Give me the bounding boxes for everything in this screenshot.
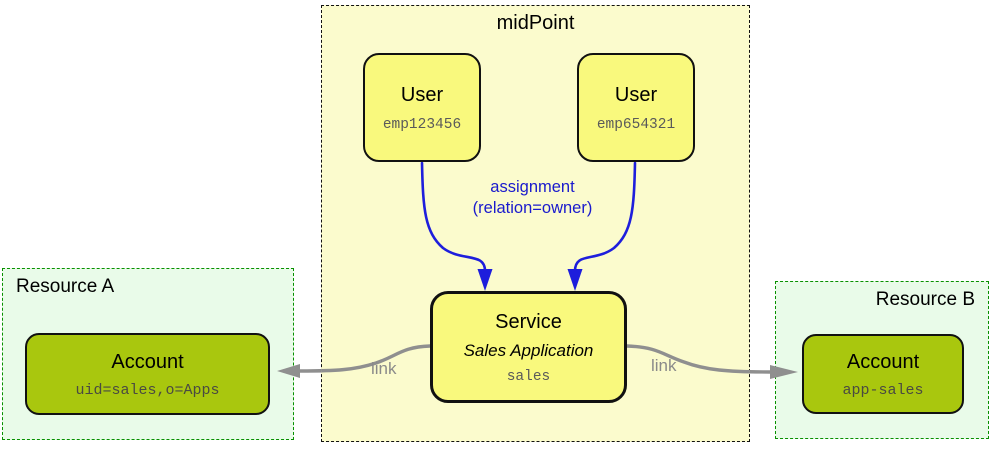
- service-box: Service Sales Application sales: [430, 291, 627, 403]
- assignment-edge-label: assignment (relation=owner): [425, 177, 640, 219]
- service-type-label: Service: [495, 310, 562, 333]
- account-identifier: app-sales: [842, 381, 924, 399]
- service-name: sales: [506, 368, 551, 385]
- link-arrow-left: [277, 344, 432, 378]
- account-box-a: Account uid=sales,o=Apps: [25, 333, 270, 415]
- user-type-label: User: [400, 83, 444, 106]
- assignment-label-line1: assignment: [490, 178, 575, 196]
- account-type-label: Account: [111, 350, 184, 373]
- assignment-arrow-right: [567, 161, 637, 291]
- account-identifier: uid=sales,o=Apps: [75, 381, 220, 399]
- user-name: emp654321: [596, 116, 676, 133]
- resource-b-title: Resource B: [875, 289, 975, 310]
- user-box-2: User emp654321: [577, 53, 695, 162]
- assignment-arrow-left: [420, 161, 493, 291]
- account-box-b: Account app-sales: [802, 334, 964, 414]
- link-edge-label-right: link: [651, 356, 677, 375]
- user-type-label: User: [614, 83, 658, 106]
- user-name: emp123456: [382, 116, 462, 133]
- link-edge-label-left: link: [371, 359, 397, 378]
- resource-a-title: Resource A: [16, 276, 115, 297]
- assignment-label-line2: (relation=owner): [472, 199, 593, 217]
- midpoint-title: midPoint: [496, 12, 575, 34]
- link-arrow-right: [625, 344, 798, 379]
- service-display-name: Sales Application: [463, 340, 594, 360]
- user-box-1: User emp123456: [363, 53, 481, 162]
- account-type-label: Account: [846, 350, 920, 373]
